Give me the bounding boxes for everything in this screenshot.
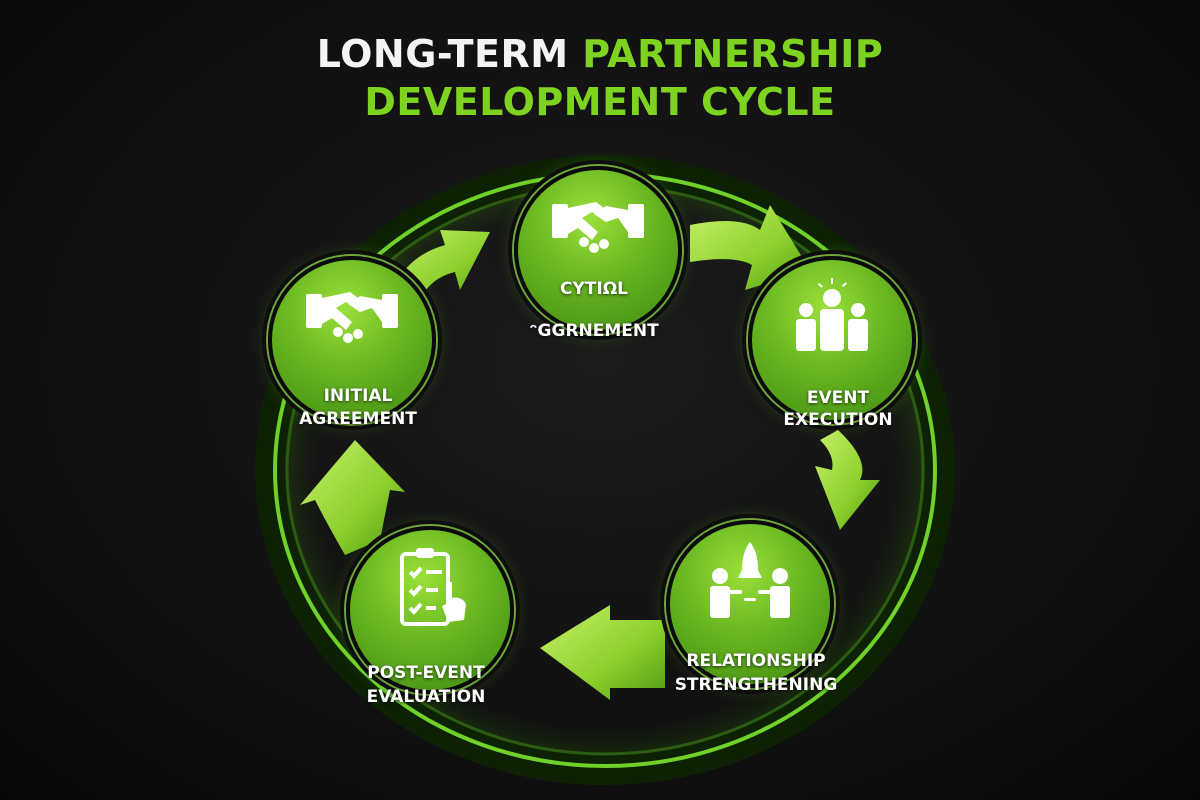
title-line-2: DEVELOPMENT CYCLE	[364, 80, 836, 124]
handshake-icon	[552, 202, 644, 253]
node-post-event-evaluation-label-line2: EVALUATION	[366, 687, 486, 707]
rocket-partners-icon	[710, 542, 790, 618]
arrow-top-to-event-execution	[690, 205, 810, 290]
arrow-initial-to-top	[395, 230, 490, 300]
handshake-icon	[306, 292, 398, 343]
arrow-relationship-to-post-event	[540, 605, 665, 700]
diagram-title: LONG-TERM PARTNERSHIP DEVELOPMENT CYCLE	[0, 30, 1200, 126]
node-top-label-line2: ᵔGGRNEMENT	[529, 321, 659, 341]
node-relationship-strengthening-label-line2: STRENGTHENING	[674, 675, 838, 695]
node-post-event-evaluation[interactable]	[346, 526, 514, 694]
title-white-part: LONG-TERM	[316, 32, 569, 76]
arrow-event-execution-to-relationship	[815, 430, 880, 530]
node-event-execution-label-line2: EXECUTION	[783, 410, 893, 430]
node-post-event-evaluation-label-line1: POST-EVENT	[367, 663, 485, 683]
arrow-post-event-to-initial	[300, 440, 405, 555]
node-event-execution-label-line1: EVENT	[806, 388, 870, 408]
node-initial-agreement-label-line2: AGREEMENT	[299, 409, 417, 429]
node-initial-agreement[interactable]	[268, 256, 436, 424]
clipboard-checklist-icon	[400, 548, 466, 626]
node-relationship-strengthening[interactable]	[666, 520, 834, 688]
node-event-execution[interactable]	[748, 256, 916, 424]
node-relationship-strengthening-label-line1: RELATIONSHIP	[686, 651, 826, 671]
title-green-part: PARTNERSHIP	[582, 32, 884, 76]
node-top[interactable]	[514, 166, 682, 334]
node-initial-agreement-label-line1: INITIAL	[323, 386, 393, 406]
title-line-1: LONG-TERM PARTNERSHIP	[0, 30, 1200, 78]
node-top-label-line1: CYTIΩL	[560, 279, 628, 299]
team-icon	[796, 278, 868, 351]
